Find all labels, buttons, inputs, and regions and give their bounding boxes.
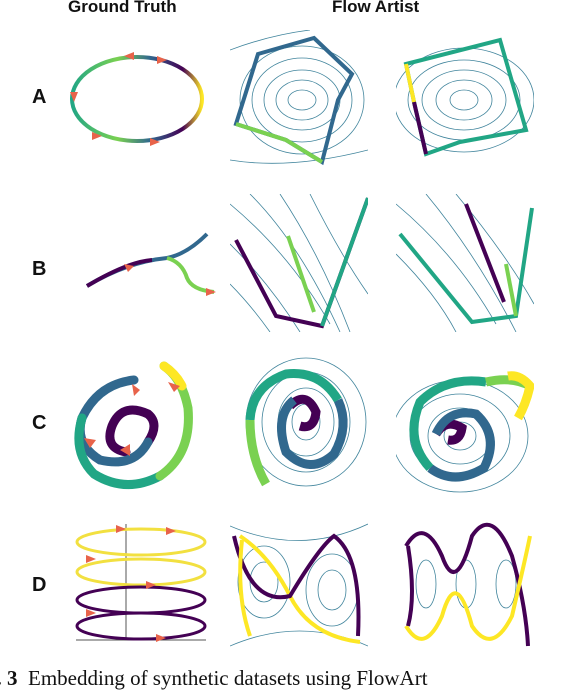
row-label-d: D (32, 574, 47, 596)
caption-text: Embedding of synthetic datasets using Fl… (28, 666, 428, 690)
ground-truth-a (62, 38, 212, 158)
caption-prefix: g. 3 (0, 666, 18, 690)
ground-truth-c (64, 356, 204, 496)
flow-panel-d-1 (230, 516, 368, 654)
header-flow-artist: Flow Artist (332, 0, 420, 16)
flow-panel-a-2 (396, 30, 534, 168)
ground-truth-b (82, 222, 222, 302)
flow-panel-d-2 (396, 516, 534, 654)
figure-caption: g. 3 Embedding of synthetic datasets usi… (0, 666, 428, 691)
flow-panel-a-1 (230, 30, 368, 168)
flow-panel-b-2 (396, 194, 534, 332)
header-ground-truth: Ground Truth (68, 0, 177, 16)
flow-panel-b-1 (230, 194, 368, 332)
flow-panel-c-2 (396, 356, 534, 494)
row-label-a: A (32, 86, 47, 108)
row-label-b: B (32, 258, 47, 280)
row-label-c: C (32, 412, 47, 434)
ground-truth-d (66, 514, 216, 650)
flow-panel-c-1 (230, 356, 368, 494)
